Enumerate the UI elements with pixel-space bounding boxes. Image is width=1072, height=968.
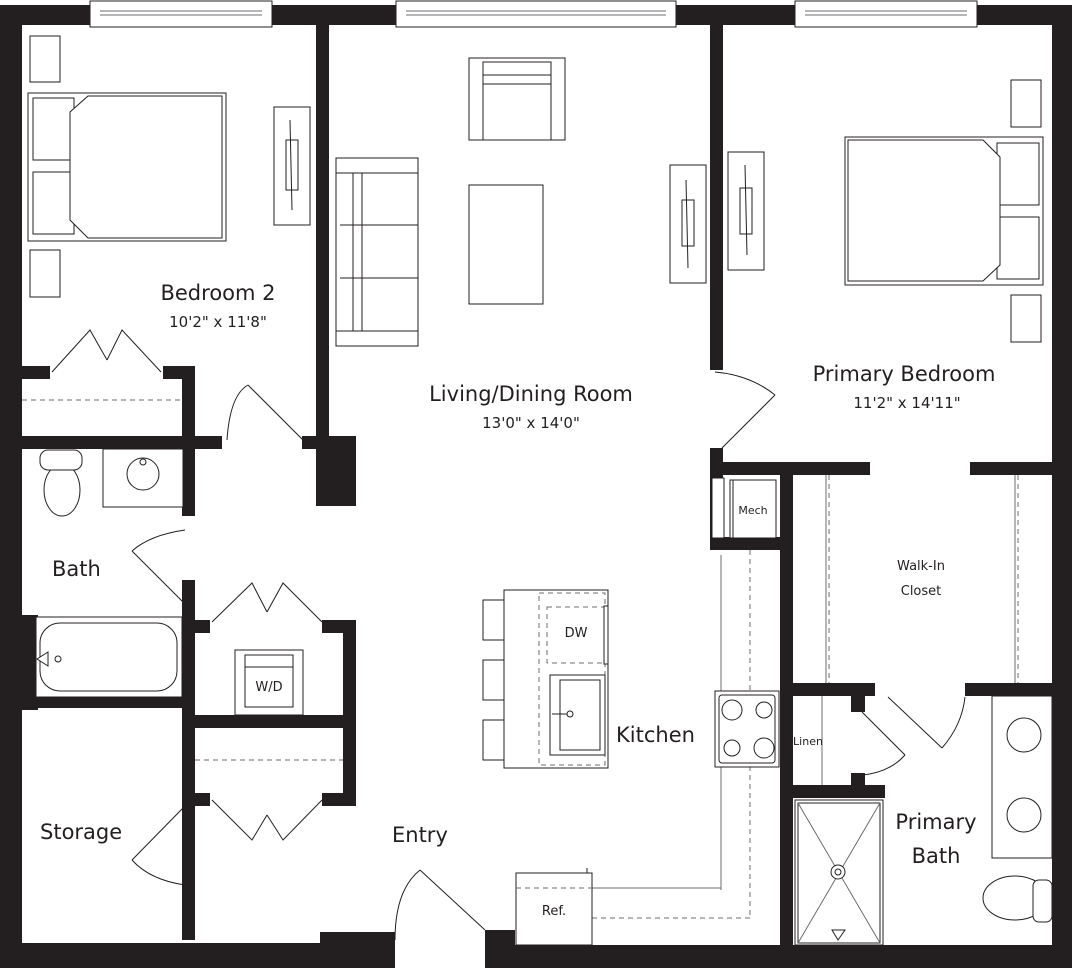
interior-walls bbox=[22, 20, 1052, 947]
primary-bath-fixtures bbox=[794, 695, 1053, 946]
room-label-bedroom-2: Bedroom 2 bbox=[160, 281, 276, 305]
doors bbox=[51, 329, 966, 941]
room-label-primary-bath: Primary bbox=[895, 810, 977, 834]
fixture-label-linen: Linen bbox=[793, 735, 823, 748]
room-label-living-dining: Living/Dining Room bbox=[429, 382, 633, 406]
fixture-label-mech: Mech bbox=[738, 504, 768, 517]
living-room-furniture bbox=[335, 57, 707, 347]
room-dimensions-bedroom-2: 10'2" x 11'8" bbox=[169, 313, 267, 331]
exterior-walls bbox=[0, 5, 1072, 968]
closet-shelves bbox=[821, 475, 1019, 785]
room-label-primary-bedroom: Primary Bedroom bbox=[812, 362, 996, 386]
room-label-entry: Entry bbox=[392, 823, 448, 847]
room-dimensions-primary-bedroom: 11'2" x 14'11" bbox=[853, 394, 961, 412]
room-label-bath: Bath bbox=[52, 557, 101, 581]
primary-bedroom-furniture bbox=[727, 79, 1044, 343]
bedroom-2-furniture bbox=[22, 35, 311, 401]
kitchen-counter bbox=[515, 550, 780, 946]
washer-dryer bbox=[195, 649, 343, 761]
room-label-primary-bath-line2: Bath bbox=[911, 844, 961, 868]
fixture-label-dishwasher: DW bbox=[564, 626, 588, 641]
room-label-kitchen: Kitchen bbox=[616, 723, 695, 747]
mech-closet bbox=[729, 479, 777, 539]
fixture-label-washer-dryer: W/D bbox=[255, 680, 283, 695]
fixture-label-refrigerator: Ref. bbox=[541, 904, 567, 919]
room-dimensions-living-dining: 13'0" x 14'0" bbox=[482, 414, 580, 432]
windows bbox=[89, 0, 978, 28]
room-label-storage: Storage bbox=[40, 820, 123, 844]
room-label-walk-in-closet: Walk-In bbox=[897, 559, 945, 574]
room-label-walk-in-closet-line2: Closet bbox=[900, 584, 942, 599]
bath-fixtures bbox=[35, 448, 184, 698]
kitchen-island bbox=[482, 589, 609, 769]
